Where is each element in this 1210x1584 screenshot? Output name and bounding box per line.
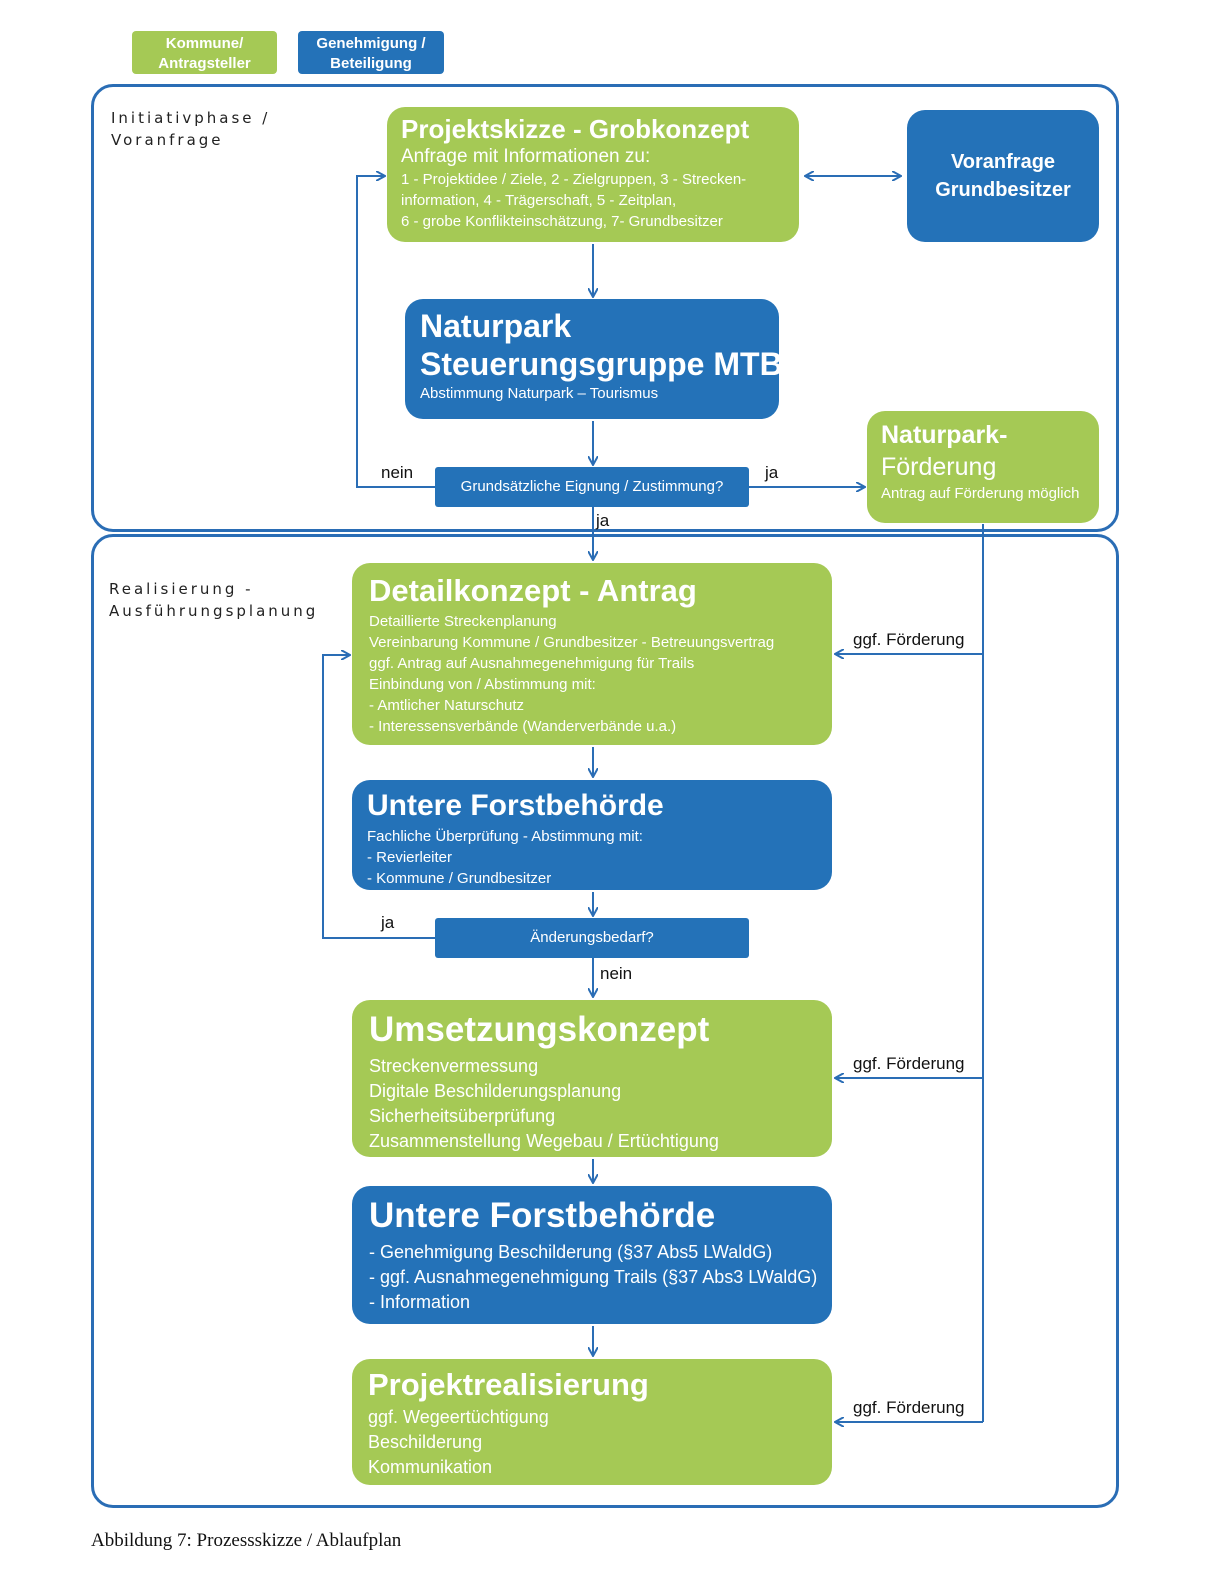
decision-eignung: Grundsätzliche Eignung / Zustimmung?	[435, 467, 749, 507]
projektskizze-subtitle: Anfrage mit Informationen zu:	[401, 146, 651, 167]
phase-frame-realisierung	[91, 534, 1119, 1508]
label-nein-2: nein	[600, 964, 633, 983]
box-forstbehoerde-1: Untere Forstbehörde Fachliche Überprüfun…	[352, 780, 832, 890]
legend-kommune: Kommune/ Antragsteller	[132, 31, 277, 74]
box-steuerungsgruppe: Naturpark Steuerungsgruppe MTB Abstimmun…	[405, 299, 783, 419]
forst1-line: - Revierleiter	[367, 849, 453, 866]
forst1-line: - Kommune / Grundbesitzer	[367, 870, 552, 887]
forst1-line: Fachliche Überprüfung - Abstimmung mit:	[367, 828, 643, 845]
label-ja-down: ja	[596, 511, 610, 530]
realisierung-line: Beschilderung	[368, 1432, 483, 1452]
label-nein-1: nein	[381, 463, 414, 482]
box-forstbehoerde-2: Untere Forstbehörde - Genehmigung Beschi…	[352, 1186, 832, 1324]
steuerung-subtitle: Abstimmung Naturpark – Tourismus	[420, 385, 659, 402]
forst2-line: - Information	[369, 1292, 471, 1312]
phase-label-initiativ: Initiativphase / Voranfrage	[111, 109, 271, 149]
forst1-title: Untere Forstbehörde	[367, 789, 664, 822]
realisierung-line: ggf. Wegeertüchtigung	[368, 1407, 549, 1427]
detailkonzept-line: - Amtlicher Naturschutz	[369, 697, 525, 714]
umsetzung-title: Umsetzungskonzept	[369, 1010, 710, 1049]
umsetzung-line: Digitale Beschilderungsplanung	[369, 1081, 622, 1101]
projektskizze-line: 6 - grobe Konflikteinschätzung, 7- Grund…	[401, 213, 723, 230]
umsetzung-line: Streckenvermessung	[369, 1056, 539, 1076]
projektskizze-line: 1 - Projektidee / Ziele, 2 - Zielgruppen…	[401, 171, 747, 188]
label-ja-loop: ja	[381, 913, 395, 932]
box-foerderung: Naturpark- Förderung Antrag auf Förderun…	[867, 411, 1099, 523]
figure-caption: Abbildung 7: Prozessskizze / Ablaufplan	[91, 1530, 402, 1551]
umsetzung-line: Zusammenstellung Wegebau / Ertüchtigung	[369, 1131, 719, 1151]
box-detailkonzept: Detailkonzept - Antrag Detaillierte Stre…	[352, 563, 832, 745]
foerderung-subtitle: Antrag auf Förderung möglich	[881, 485, 1080, 502]
decision-aenderungsbedarf: Änderungsbedarf?	[435, 918, 749, 958]
arrow-ja-loop-detail	[322, 655, 435, 939]
forst2-line: - Genehmigung Beschilderung (§37 Abs5 LW…	[369, 1242, 773, 1262]
label-foerderung-umsetzung: ggf. Förderung	[853, 1054, 965, 1073]
foerderung-title-1: Naturpark-	[881, 421, 1008, 449]
projektskizze-line: information, 4 - Trägerschaft, 5 - Zeitp…	[401, 192, 677, 209]
detailkonzept-line: Einbindung von / Abstimmung mit:	[369, 676, 596, 693]
phase-frame-initiativ	[91, 84, 1119, 532]
box-voranfrage: Voranfrage Grundbesitzer	[907, 110, 1099, 242]
box-umsetzungskonzept: Umsetzungskonzept Streckenvermessung Dig…	[352, 1000, 832, 1157]
arrow-nein-loop	[356, 176, 435, 488]
realisierung-line: Kommunikation	[368, 1457, 493, 1477]
voranfrage-title: Voranfrage Grundbesitzer	[935, 151, 1071, 201]
label-foerderung-realisierung: ggf. Förderung	[853, 1398, 965, 1417]
detailkonzept-line: Detaillierte Streckenplanung	[369, 613, 557, 630]
detailkonzept-line: - Interessensverbände (Wanderverbände u.…	[369, 718, 677, 735]
box-projektskizze: Projektskizze - Grobkonzept Anfrage mit …	[387, 107, 799, 242]
box-projektrealisierung: Projektrealisierung ggf. Wegeertüchtigun…	[352, 1359, 832, 1485]
realisierung-title: Projektrealisierung	[368, 1367, 649, 1402]
detailkonzept-title: Detailkonzept - Antrag	[369, 573, 697, 608]
label-ja-right: ja	[765, 463, 779, 482]
detailkonzept-line: ggf. Antrag auf Ausnahmegenehmigung für …	[369, 655, 695, 672]
umsetzung-line: Sicherheitsüberprüfung	[369, 1106, 556, 1126]
forst2-title: Untere Forstbehörde	[369, 1196, 716, 1235]
steuerung-title-1: Naturpark	[420, 308, 572, 344]
phase-label-realisierung: Realisierung - Ausführungsplanung	[109, 580, 319, 620]
label-foerderung-detail: ggf. Förderung	[853, 630, 965, 649]
detailkonzept-line: Vereinbarung Kommune / Grundbesitzer - B…	[369, 634, 775, 651]
steuerung-title-2: Steuerungsgruppe MTB	[420, 346, 783, 382]
foerderung-title-2: Förderung	[881, 453, 997, 481]
legend-genehmigung: Genehmigung / Beteiligung	[298, 31, 444, 74]
projektskizze-title: Projektskizze - Grobkonzept	[401, 114, 750, 144]
forst2-line: - ggf. Ausnahmegenehmigung Trails (§37 A…	[369, 1267, 818, 1287]
